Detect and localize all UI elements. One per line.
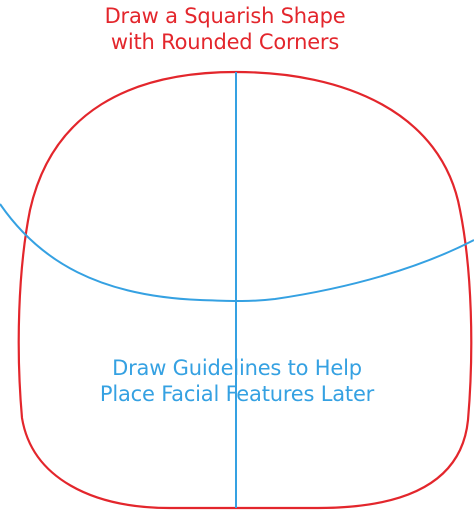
outline-instruction-line-1: Draw a Squarish Shape [104,4,346,28]
guideline-instruction-line-1: Draw Guidelines to Help [112,356,362,380]
head-outline [17,70,473,510]
guideline-instruction-line-2: Place Facial Features Later [99,381,375,406]
horizontal-guideline [0,203,474,302]
guideline-instruction: Draw Guidelines to Help Place Facial Fea… [0,356,474,407]
outline-instruction-line-2: with Rounded Corners [110,29,340,54]
outline-instruction: Draw a Squarish Shape with Rounded Corne… [0,4,450,55]
